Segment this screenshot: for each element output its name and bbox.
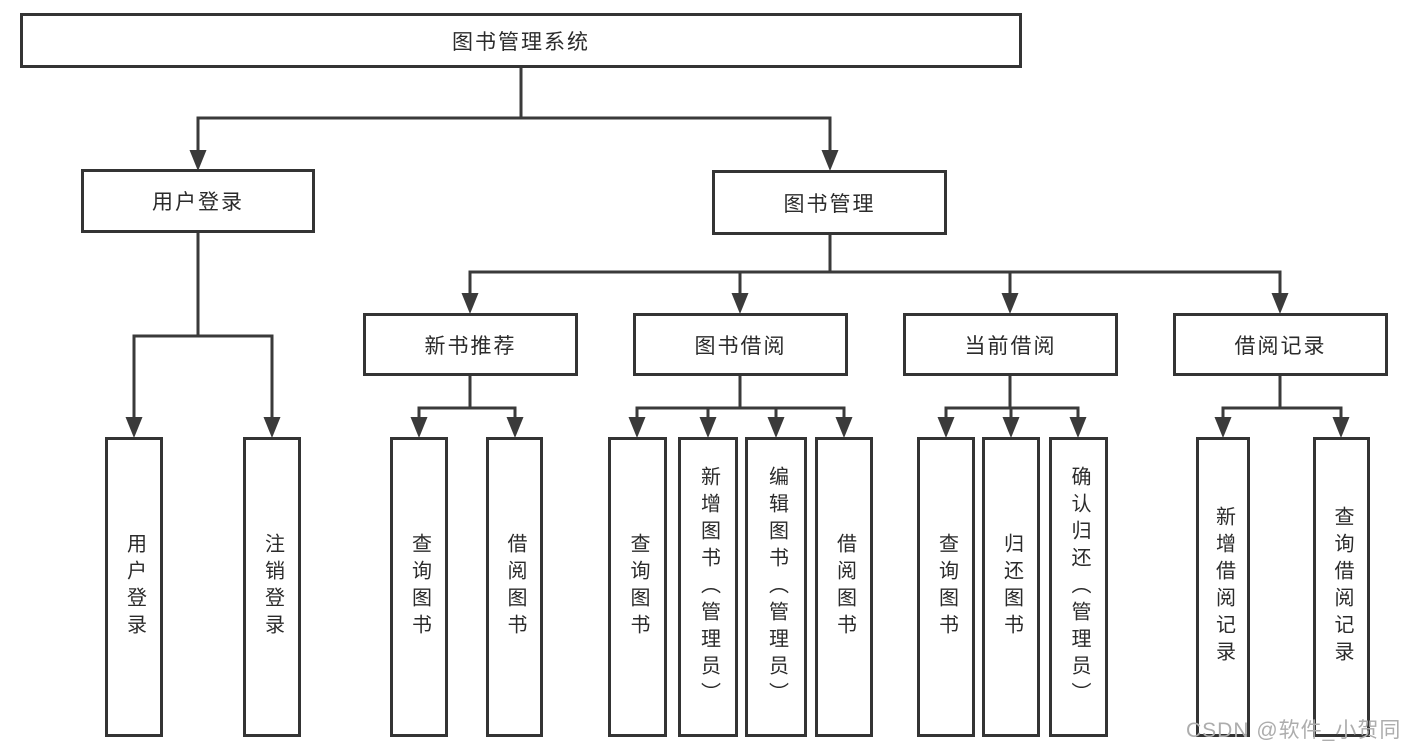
node-label: 新书推荐 [424,334,517,358]
node-leaf-return-book: 归还图书 [982,437,1040,737]
node-label: 归还图书 [1000,533,1023,641]
node-label: 借阅记录 [1234,334,1327,358]
node-label: 图书借阅 [694,334,787,358]
node-leaf-query-books-borrow: 查询图书 [608,437,667,737]
node-leaf-query-books-recommend: 查询图书 [390,437,448,737]
node-book-management: 图书管理 [712,170,947,235]
node-label: 图书管理系统 [452,30,590,54]
node-label: 用户登录 [123,533,146,641]
node-label: 编辑图书（管理员） [765,465,788,709]
node-label: 查询图书 [935,533,958,641]
node-label: 新增图书（管理员） [697,465,720,709]
node-leaf-borrow-books-recommend: 借阅图书 [486,437,543,737]
node-leaf-logout: 注销登录 [243,437,301,737]
node-label: 当前借阅 [964,334,1057,358]
node-borrow-records: 借阅记录 [1173,313,1388,376]
node-label: 查询图书 [408,533,431,641]
node-label: 查询借阅记录 [1331,506,1353,668]
node-label: 借阅图书 [833,533,856,641]
node-label: 查询图书 [627,533,649,641]
node-leaf-add-book-admin: 新增图书（管理员） [678,437,738,737]
node-leaf-user-login: 用户登录 [105,437,163,737]
node-label: 图书管理 [783,192,876,216]
node-leaf-query-books-current: 查询图书 [917,437,975,737]
node-root: 图书管理系统 [20,13,1022,68]
node-label: 借阅图书 [504,533,526,641]
watermark: CSDN @软件_小贺同学 [1186,719,1402,742]
node-user-login: 用户登录 [81,169,315,233]
node-label: 确认归还（管理员） [1068,465,1090,709]
node-leaf-query-borrow-record: 查询借阅记录 [1313,437,1370,737]
node-leaf-confirm-return-admin: 确认归还（管理员） [1049,437,1108,737]
node-leaf-add-borrow-record: 新增借阅记录 [1196,437,1250,737]
node-leaf-edit-book-admin: 编辑图书（管理员） [745,437,807,737]
node-book-borrow: 图书借阅 [633,313,848,376]
node-label: 新增借阅记录 [1212,506,1235,668]
node-new-book-recommend: 新书推荐 [363,313,578,376]
node-label: 注销登录 [261,533,284,641]
node-leaf-borrow-books: 借阅图书 [815,437,873,737]
node-label: 用户登录 [152,191,244,214]
node-current-borrow: 当前借阅 [903,313,1118,376]
